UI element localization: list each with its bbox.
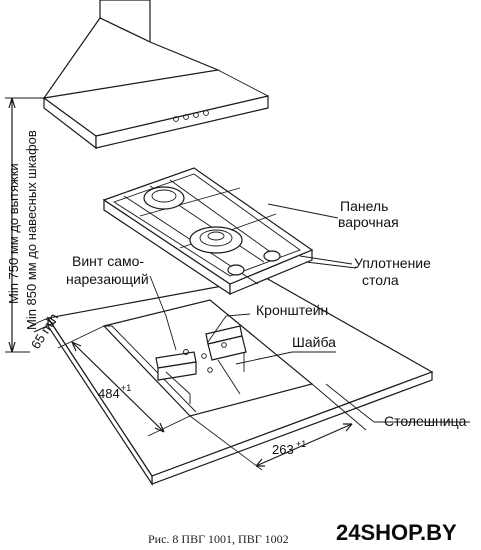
vertical-dimension-text-2: Min 850 мм до навесных шкафов	[24, 130, 39, 330]
dimension-263-value: 263	[272, 442, 294, 457]
label-panel-line1: Панель	[340, 198, 388, 214]
dimension-484-value: 484	[98, 386, 120, 401]
gas-hob	[102, 167, 314, 296]
figure-caption: Рис. 8 ПВГ 1001, ПВГ 1002	[148, 532, 289, 546]
label-screw-line1: Винт само-	[72, 253, 144, 269]
label-panel-line2: варочная	[338, 214, 399, 230]
watermark-bg	[330, 516, 481, 550]
dimension-484-tolerance: +1	[121, 383, 131, 393]
leader-lines	[149, 203, 470, 423]
dimension-484: 484 +1	[57, 325, 191, 437]
dimension-263-tolerance: +1	[296, 439, 306, 449]
label-washer: Шайба	[292, 334, 336, 350]
knob-2	[263, 250, 281, 262]
bracket-right	[201, 325, 247, 395]
watermark-logo: 24SHOP.BY	[336, 520, 457, 545]
dimension-263: 263 +1	[189, 383, 367, 471]
label-screw-line2: нарезающий	[66, 271, 149, 287]
label-seal-line1: Уплотнение	[354, 255, 431, 271]
label-countertop: Столешница	[384, 413, 467, 429]
label-seal-line2: стола	[362, 272, 399, 288]
vertical-dimension-text-1: Min 750 мм до вытяжки	[6, 163, 21, 304]
knob-1	[227, 264, 245, 276]
label-bracket: Кронштейн	[256, 302, 328, 318]
vertical-dimension: Min 750 мм до вытяжки Min 850 мм до наве…	[5, 97, 44, 353]
bracket-left	[155, 349, 197, 404]
range-hood	[42, 0, 270, 150]
